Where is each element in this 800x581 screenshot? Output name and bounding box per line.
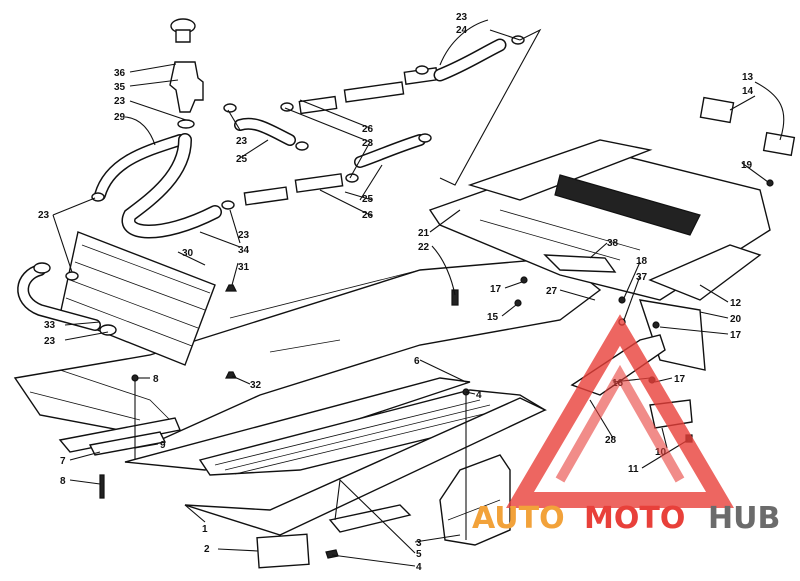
- callout-30: 30: [182, 248, 194, 259]
- callout-4: 4: [476, 390, 482, 401]
- callout-18: 18: [636, 256, 648, 267]
- callout-14: 14: [742, 86, 754, 97]
- callout-23: 23: [456, 12, 468, 23]
- callout-26: 26: [362, 210, 374, 221]
- watermark-hub: HUB: [708, 501, 780, 536]
- callout-19: 19: [741, 160, 753, 171]
- callout-20: 20: [730, 314, 742, 325]
- callout-35: 35: [114, 82, 126, 93]
- callout-labels: 23 24 36 35 23 29 23 25 26 23 25 26 23 3…: [38, 12, 754, 573]
- callout-6: 6: [414, 356, 420, 367]
- callout-22: 22: [418, 242, 430, 253]
- callout-11: 11: [628, 464, 639, 475]
- mount-bracket: [543, 254, 617, 273]
- decal-strip: [328, 504, 412, 533]
- callout-29: 29: [114, 112, 126, 123]
- callout-4: 4: [416, 562, 422, 573]
- callout-17: 17: [674, 374, 686, 385]
- decal-13: [699, 96, 735, 124]
- callout-17: 17: [490, 284, 502, 295]
- callout-2: 2: [204, 544, 210, 555]
- watermark-moto: MOTO: [584, 501, 685, 536]
- rear-bumper-assembly: [428, 96, 796, 371]
- callout-24: 24: [456, 25, 468, 36]
- callout-13: 13: [742, 72, 754, 83]
- callout-32: 32: [250, 380, 262, 391]
- callout-33: 33: [44, 320, 56, 331]
- callout-25: 25: [236, 154, 248, 165]
- callout-15: 15: [487, 312, 499, 323]
- callout-3: 3: [416, 538, 422, 549]
- watermark-auto: AUTO: [472, 501, 565, 536]
- radiator-core: [59, 231, 216, 366]
- callout-23: 23: [114, 96, 126, 107]
- callout-27: 27: [546, 286, 558, 297]
- hose-clamps: [33, 35, 525, 336]
- callout-37: 37: [636, 272, 648, 283]
- callout-23: 23: [362, 138, 374, 149]
- watermark-logo: AUTO MOTO HUB: [472, 314, 780, 536]
- callout-8: 8: [60, 476, 66, 487]
- decal-plate: [256, 533, 310, 569]
- side-bracket-plate: [439, 454, 511, 546]
- running-boards: [58, 377, 547, 536]
- callout-23: 23: [236, 136, 248, 147]
- callout-8: 8: [153, 374, 159, 385]
- callout-21: 21: [418, 228, 430, 239]
- callout-34: 34: [238, 245, 250, 256]
- filler-neck-cap: [169, 18, 204, 113]
- callout-38: 38: [607, 238, 619, 249]
- leader-lines: [52, 19, 785, 567]
- callout-5: 5: [416, 549, 422, 560]
- callout-1: 1: [202, 524, 208, 535]
- callout-28: 28: [605, 435, 617, 446]
- callout-23: 23: [238, 230, 250, 241]
- callout-12: 12: [730, 298, 742, 309]
- callout-26: 26: [362, 124, 374, 135]
- callout-25: 25: [362, 194, 374, 205]
- callout-23: 23: [38, 210, 50, 221]
- triangle-logo-icon: [506, 314, 734, 508]
- callout-36: 36: [114, 68, 126, 79]
- callout-9: 9: [160, 440, 166, 451]
- callout-31: 31: [238, 262, 250, 273]
- coolant-hoses: [17, 38, 507, 331]
- callout-23: 23: [44, 336, 56, 347]
- decal-14: [762, 131, 796, 157]
- callout-17: 17: [730, 330, 742, 341]
- callout-7: 7: [60, 456, 66, 467]
